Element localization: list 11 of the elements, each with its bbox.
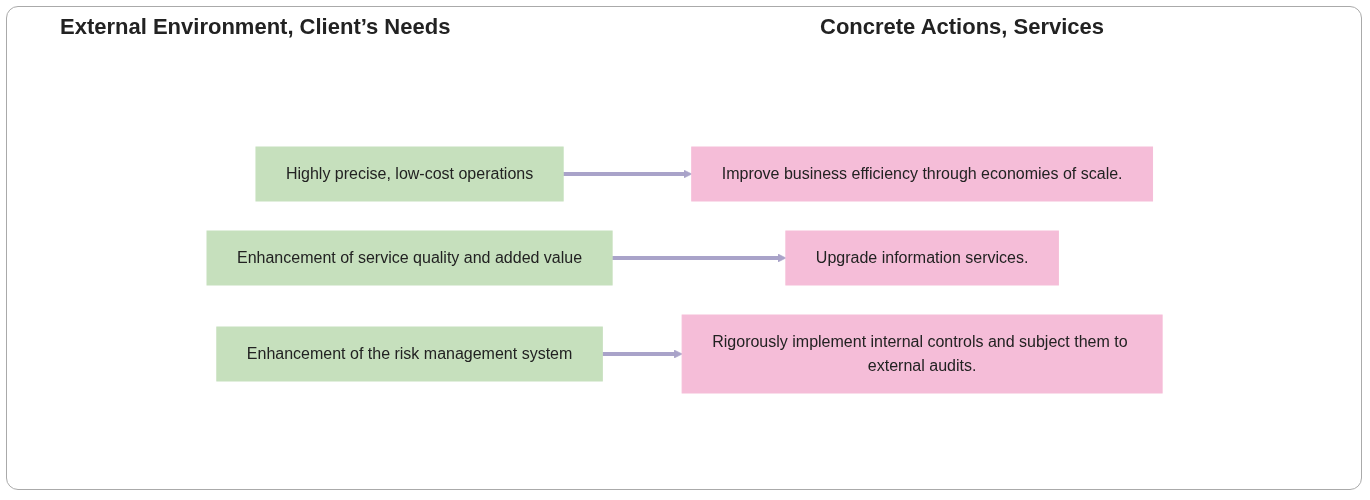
node-box: Improve business efficiency through economies of scale. [691,146,1154,202]
column-heading: Concrete Actions, Services [820,14,1105,40]
node-box: Enhancement of the risk management system [216,326,604,382]
node-box: Enhancement of service quality and added value [206,230,614,286]
node-box: Rigorously implement internal controls and subject them to external audits. [682,314,1164,394]
node-box: Highly precise, low-cost operations [255,146,565,202]
arrow [563,169,693,179]
column-heading: External Environment, Client’s Needs [60,14,451,40]
arrow [602,349,683,359]
arrow [612,253,787,263]
node-box: Upgrade information services. [785,230,1060,286]
